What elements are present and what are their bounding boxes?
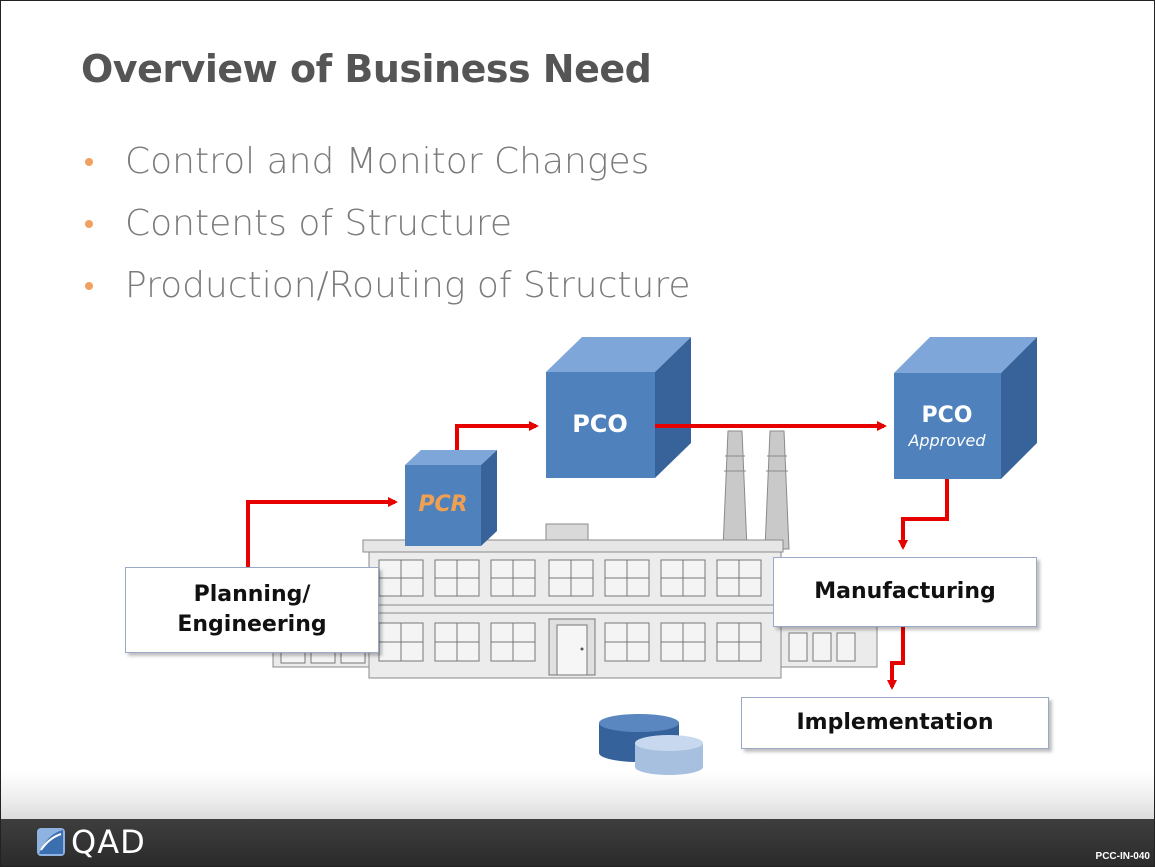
pco-cube: PCO [546, 337, 691, 478]
manufacturing-box: Manufacturing [773, 557, 1037, 627]
pco-approved-cube: PCO Approved [894, 337, 1037, 479]
bullet-marker [85, 158, 93, 166]
bullet-item: Control and Monitor Changes [81, 131, 691, 193]
door-icon [548, 618, 596, 676]
arrow-manufacturing-to-implementation [887, 625, 905, 690]
footer-bar [1, 819, 1154, 866]
arrow-approved-to-manufacturing [898, 479, 949, 550]
arrow-planning-to-pcr [246, 497, 398, 567]
qad-logo-icon [37, 828, 65, 856]
roof-vent [545, 523, 589, 542]
smokestack-icon [722, 430, 790, 550]
bullet-text: Control and Monitor Changes [125, 141, 650, 182]
database-icon [599, 714, 703, 775]
pcr-cube: PCR [405, 450, 497, 546]
bullet-list: Control and Monitor Changes Contents of … [81, 131, 691, 317]
bullet-item: Contents of Structure [81, 193, 691, 255]
planning-label-line2: Engineering [177, 612, 327, 637]
bullet-marker [85, 220, 93, 228]
bullet-text: Contents of Structure [125, 203, 512, 244]
pcr-label: PCR [418, 492, 467, 517]
flow-arrows [246, 421, 949, 690]
qad-logo-text: QAD [71, 823, 146, 861]
bullet-text: Production/Routing of Structure [125, 265, 691, 306]
arrow-pcr-to-pco [455, 421, 539, 450]
pco-label: PCO [572, 410, 628, 438]
factory-illustration [272, 430, 878, 679]
slide-title: Overview of Business Need [81, 47, 652, 91]
pco-approved-title: PCO [922, 403, 973, 428]
bullet-item: Production/Routing of Structure [81, 255, 691, 317]
slide-code: PCC-IN-040 [1095, 851, 1150, 862]
implementation-label: Implementation [796, 710, 994, 735]
manufacturing-label: Manufacturing [814, 579, 996, 604]
planning-engineering-box: Planning/ Engineering [125, 567, 379, 653]
bullet-marker [85, 282, 93, 290]
pco-approved-subtitle: Approved [907, 431, 986, 450]
implementation-box: Implementation [741, 697, 1049, 749]
planning-label-line1: Planning/ [193, 582, 311, 607]
